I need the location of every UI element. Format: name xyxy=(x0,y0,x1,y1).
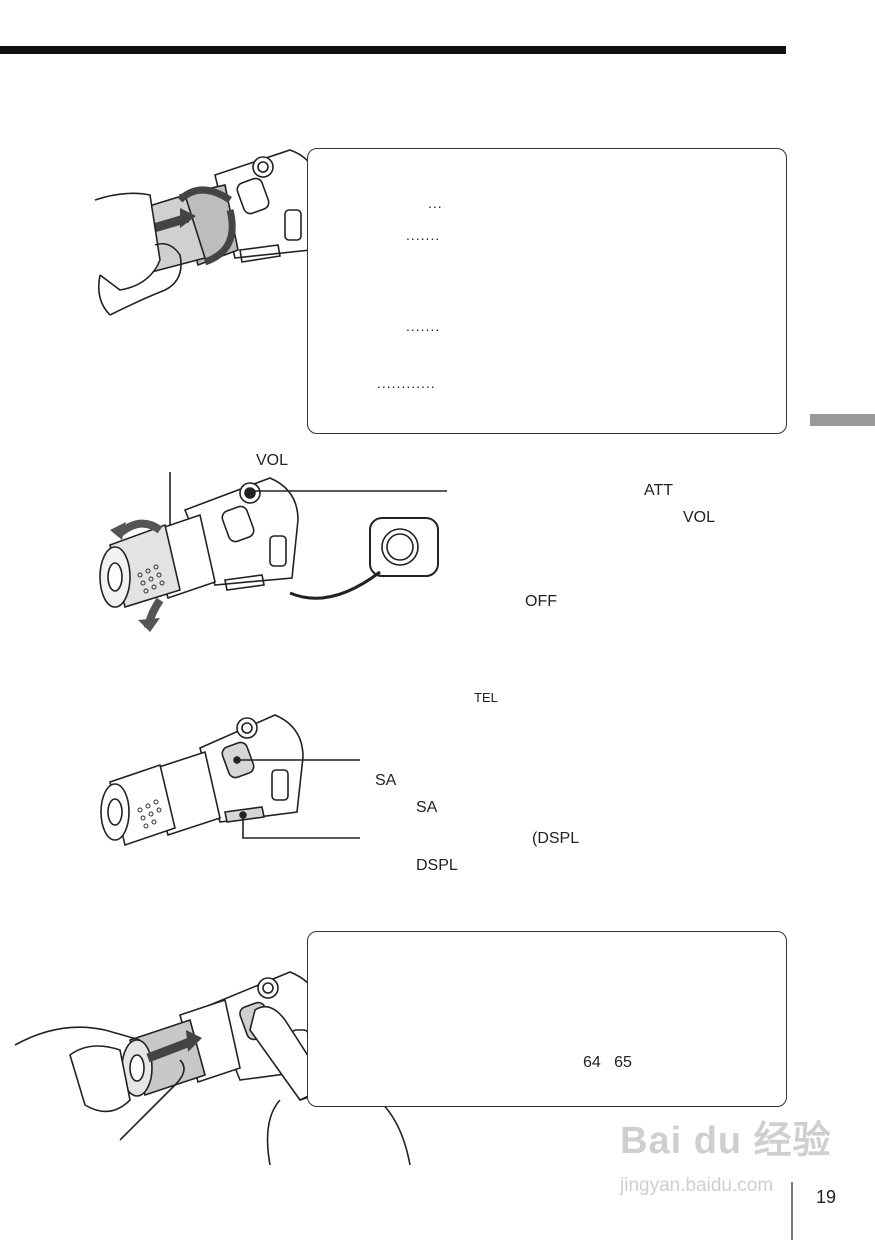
illustration-sa-dspl-buttons xyxy=(100,714,360,847)
label-off: OFF xyxy=(525,593,557,610)
illustration-knob-push-rotate xyxy=(94,149,319,316)
illustration-hand-press-button xyxy=(14,971,411,1166)
leader-dots-4: ............ xyxy=(377,375,436,391)
leader-dots-3: ....... xyxy=(406,318,441,334)
illustration-volume-knob xyxy=(99,472,447,632)
label-dspl-2: DSPL xyxy=(416,857,458,874)
panel-top xyxy=(307,148,787,434)
panel-bottom xyxy=(307,931,787,1107)
label-tel: TEL xyxy=(474,690,498,705)
label-dspl-1: (DSPL xyxy=(532,830,580,847)
leader-dots-1: ... xyxy=(428,195,443,211)
label-vol: VOL xyxy=(256,452,289,469)
watermark-logo: Bai du 经验 xyxy=(620,1120,832,1162)
label-vol-right: VOL xyxy=(683,509,716,526)
watermark-url: jingyan.baidu.com xyxy=(620,1175,774,1196)
header-bar xyxy=(0,46,786,54)
section-tab xyxy=(810,414,875,426)
page-number: 19 xyxy=(816,1187,837,1207)
page-reference: 64 65 xyxy=(583,1054,632,1071)
label-sa-1: SA xyxy=(375,772,397,789)
label-sa-2: SA xyxy=(416,799,438,816)
label-att: ATT xyxy=(644,482,674,499)
leader-dots-2: ....... xyxy=(406,227,441,243)
